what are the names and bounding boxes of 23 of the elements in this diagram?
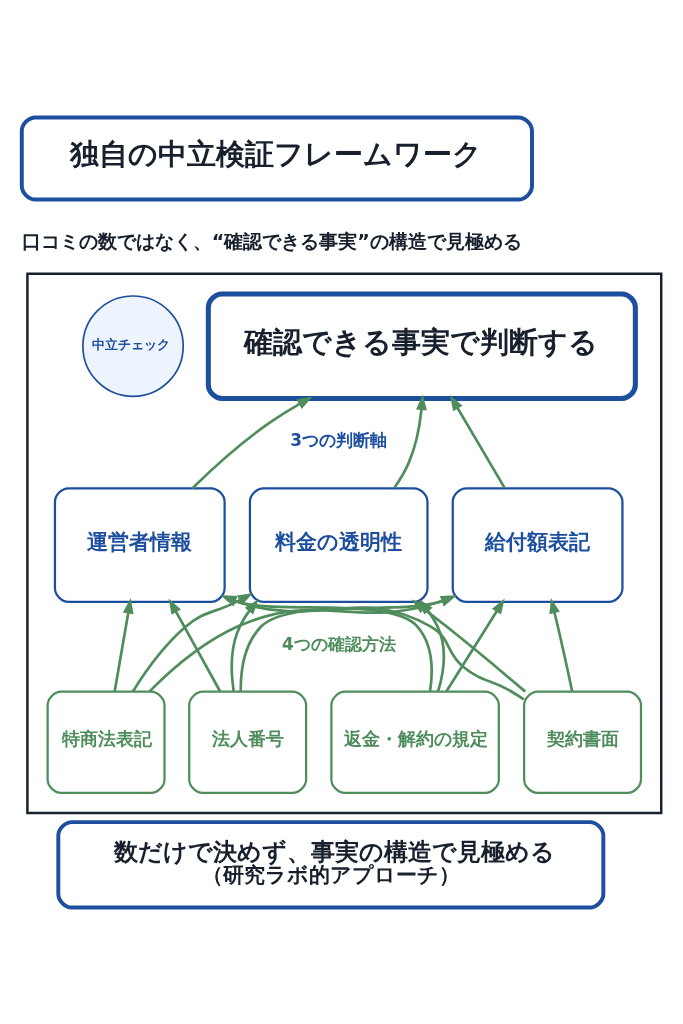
node-box: 返金・解約の規定	[330, 690, 500, 794]
cluster	[26, 271, 663, 814]
node-box: 確認できる事実で判断する	[205, 290, 638, 401]
arrow	[113, 597, 134, 692]
label: 3つの判断軸	[290, 429, 388, 450]
node-box: 料金の透明性	[248, 486, 429, 603]
label: 口コミの数ではなく、“確認できる事実”の構造で見極める	[21, 229, 522, 253]
label: 4つの確認方法	[281, 633, 396, 654]
node-box: 契約書面	[523, 690, 643, 794]
arrow	[131, 592, 254, 692]
node-box: 運営者情報	[53, 486, 226, 603]
node-box: 独自の中立検証フレームワーク	[19, 115, 534, 201]
arrow	[393, 394, 427, 489]
node-box: 特商法表記	[46, 690, 166, 794]
arrow	[191, 396, 313, 489]
arrow	[449, 394, 506, 489]
arrow	[549, 597, 574, 692]
node-box: 給付額表記	[451, 486, 624, 603]
node-box: 数だけで決めず、事実の構造で見極める （研究ラボ的アプローチ）	[56, 819, 606, 909]
node-box: 法人番号	[188, 690, 308, 794]
arrow	[445, 598, 505, 692]
arrow	[168, 597, 222, 692]
node-circle: 中立チェック	[82, 294, 185, 397]
